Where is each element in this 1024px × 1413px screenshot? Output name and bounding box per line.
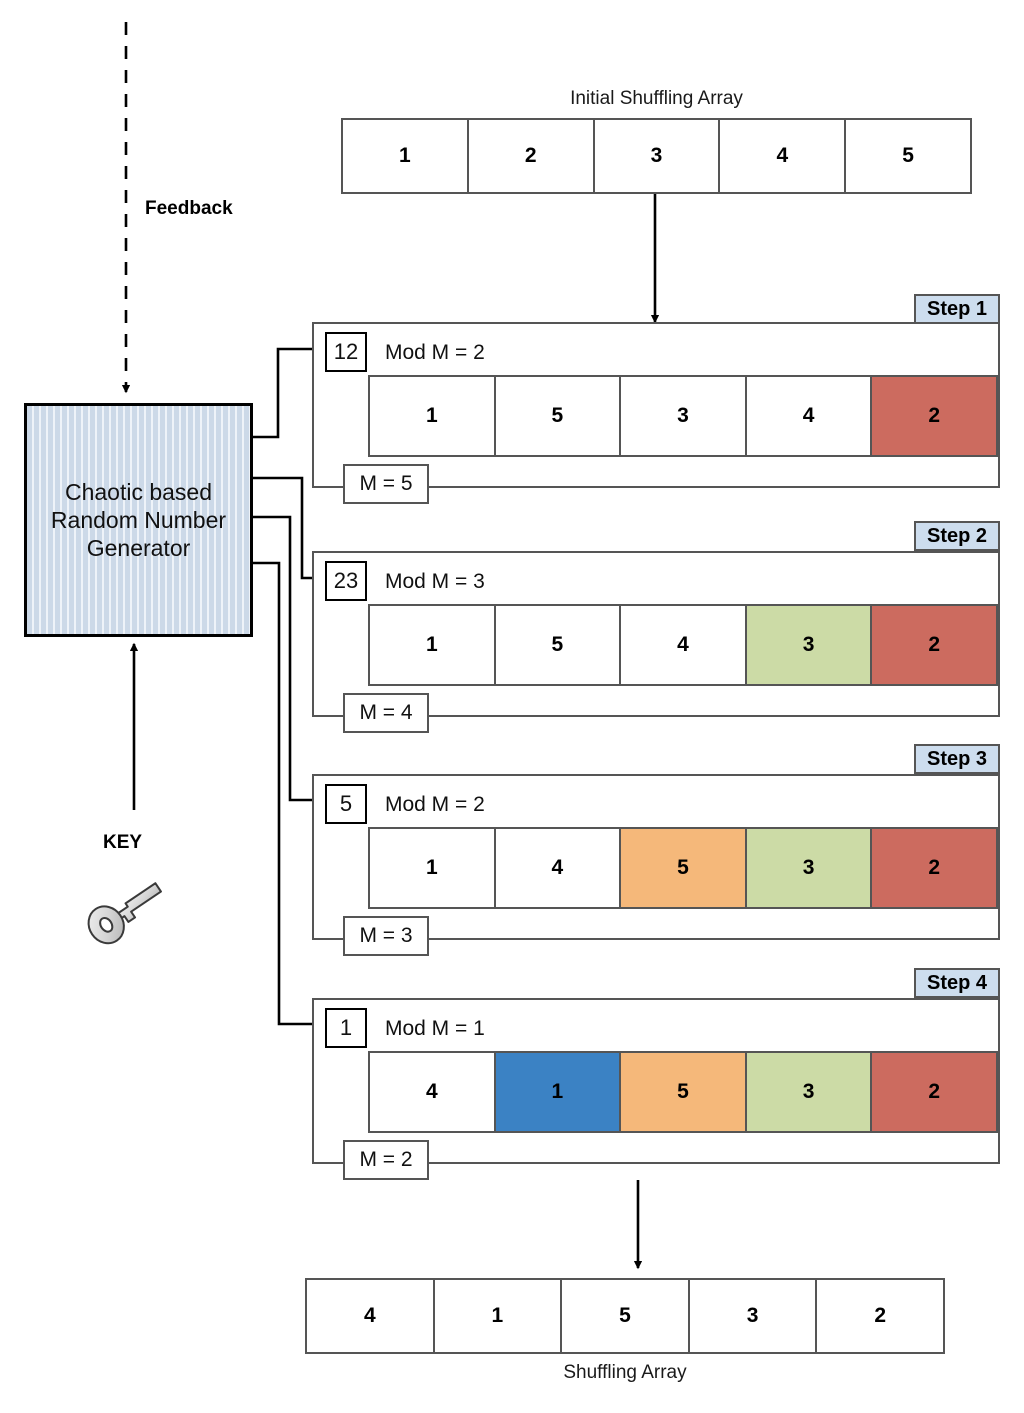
array-cell: 1 bbox=[370, 606, 496, 684]
key-icon bbox=[78, 862, 190, 950]
array-cell: 1 bbox=[370, 377, 496, 455]
array-cell: 4 bbox=[495, 829, 622, 907]
array-cell: 5 bbox=[495, 377, 622, 455]
generator-label: Chaotic based Random Number Generator bbox=[50, 478, 227, 562]
array-cell: 2 bbox=[468, 120, 595, 192]
array-cell: 4 bbox=[720, 120, 847, 192]
array-cell: 1 bbox=[495, 1053, 622, 1131]
initial-array-caption: Initial Shuffling Array bbox=[570, 88, 743, 109]
step-badge-4: Step 4 bbox=[914, 968, 1000, 998]
array-cell: 5 bbox=[562, 1280, 690, 1352]
chaotic-random-number-generator: Chaotic based Random Number Generator bbox=[24, 403, 253, 637]
array-cell: 4 bbox=[746, 377, 873, 455]
step-array-2: 1 5 4 3 2 bbox=[368, 604, 998, 686]
array-cell: 3 bbox=[621, 377, 747, 455]
step-mod-label-2: Mod M = 3 bbox=[385, 570, 485, 593]
step-m-box-3: M = 3 bbox=[343, 916, 429, 956]
step-random-value-2: 23 bbox=[325, 561, 367, 601]
step-mod-label-1: Mod M = 2 bbox=[385, 341, 485, 364]
array-cell: 4 bbox=[370, 1053, 496, 1131]
array-cell: 3 bbox=[689, 1280, 818, 1352]
array-cell: 3 bbox=[594, 120, 721, 192]
array-cell: 3 bbox=[746, 829, 873, 907]
array-cell: 5 bbox=[621, 829, 747, 907]
key-label: KEY bbox=[103, 832, 143, 853]
array-cell: 2 bbox=[872, 1053, 996, 1131]
array-cell: 2 bbox=[872, 606, 996, 684]
step-m-box-4: M = 2 bbox=[343, 1140, 429, 1180]
step-mod-label-3: Mod M = 2 bbox=[385, 793, 485, 816]
array-cell: 5 bbox=[846, 120, 970, 192]
array-cell: 1 bbox=[370, 829, 496, 907]
step-badge-1: Step 1 bbox=[914, 294, 1000, 324]
array-cell: 5 bbox=[495, 606, 622, 684]
step-array-3: 1 4 5 3 2 bbox=[368, 827, 998, 909]
step-badge-2: Step 2 bbox=[914, 521, 1000, 551]
step-random-value-1: 12 bbox=[325, 332, 367, 372]
step-array-4: 4 1 5 3 2 bbox=[368, 1051, 998, 1133]
feedback-label: Feedback bbox=[145, 198, 233, 219]
step-mod-label-4: Mod M = 1 bbox=[385, 1017, 485, 1040]
step-m-box-2: M = 4 bbox=[343, 693, 429, 733]
array-cell: 4 bbox=[621, 606, 747, 684]
step-random-value-3: 5 bbox=[325, 784, 367, 824]
step-array-1: 1 5 3 4 2 bbox=[368, 375, 998, 457]
step-badge-3: Step 3 bbox=[914, 744, 1000, 774]
array-cell: 4 bbox=[307, 1280, 435, 1352]
initial-shuffling-array: 1 2 3 4 5 bbox=[341, 118, 972, 194]
array-cell: 3 bbox=[746, 1053, 873, 1131]
array-cell: 1 bbox=[343, 120, 469, 192]
array-cell: 5 bbox=[621, 1053, 747, 1131]
step-random-value-4: 1 bbox=[325, 1008, 367, 1048]
array-cell: 3 bbox=[746, 606, 873, 684]
array-cell: 1 bbox=[434, 1280, 563, 1352]
array-cell: 2 bbox=[872, 829, 996, 907]
array-cell: 2 bbox=[817, 1280, 943, 1352]
step-m-box-1: M = 5 bbox=[343, 464, 429, 504]
array-cell: 2 bbox=[872, 377, 996, 455]
final-shuffling-array: 4 1 5 3 2 bbox=[305, 1278, 945, 1354]
final-array-caption: Shuffling Array bbox=[563, 1362, 687, 1383]
